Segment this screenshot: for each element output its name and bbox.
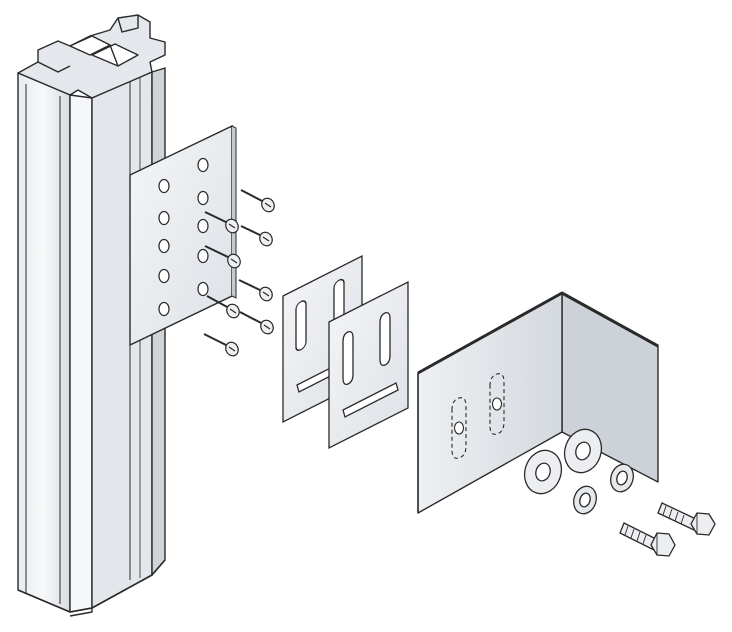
wood-screw bbox=[203, 333, 239, 357]
wood-screw bbox=[204, 245, 241, 269]
wood-screw bbox=[204, 211, 239, 234]
slotted-shim-plate bbox=[328, 280, 409, 450]
lock-washer bbox=[610, 463, 634, 493]
bracket-slots bbox=[451, 373, 505, 459]
lock-washer bbox=[573, 485, 597, 515]
mounting-plate-holes bbox=[158, 157, 209, 317]
hex-bolt bbox=[657, 502, 716, 536]
wood-screw bbox=[239, 311, 274, 335]
flat-washer bbox=[523, 449, 563, 495]
wood-screw bbox=[240, 225, 273, 247]
wood-screw bbox=[206, 295, 240, 319]
flat-washer bbox=[563, 428, 603, 474]
wood-screw bbox=[240, 189, 275, 213]
wood-screw bbox=[238, 279, 273, 302]
wood-screws bbox=[203, 189, 275, 357]
hex-bolt bbox=[619, 522, 676, 557]
